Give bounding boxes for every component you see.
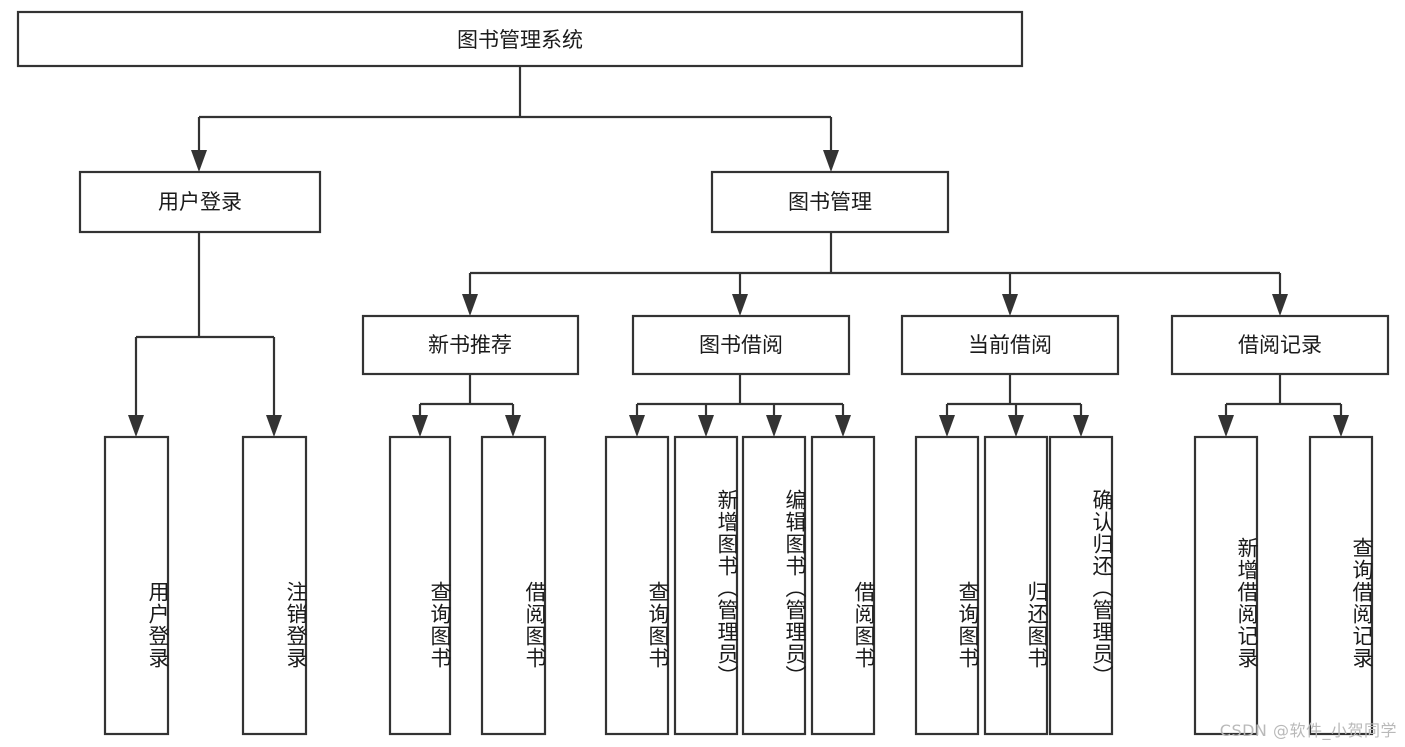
node-current-borrow-box[interactable] (900, 314, 1120, 376)
leaf-box-query-book-borrow[interactable] (604, 435, 670, 736)
arrow-record-leaf-2 (1333, 415, 1349, 437)
arrow-to-leaf-logout (266, 415, 282, 437)
leaf-box-edit-book-admin[interactable] (741, 435, 807, 736)
arrow-borrow-leaf-3 (766, 415, 782, 437)
arrow-current-leaf-1 (939, 415, 955, 437)
node-root-label: 图书管理系统 (457, 28, 583, 52)
arrow-newbook-leaf-1 (412, 415, 428, 437)
node-borrow-record-box[interactable] (1170, 314, 1390, 376)
leaf-box-add-borrow-record[interactable] (1193, 435, 1259, 736)
node-user-login-label: 用户登录 (158, 190, 242, 214)
arrow-to-leaf-user-login (128, 415, 144, 437)
arrow-newbook-leaf-2 (505, 415, 521, 437)
node-book-manage-label: 图书管理 (788, 190, 872, 214)
node-book-manage-box[interactable] (710, 170, 950, 234)
node-new-book-rec-label: 新书推荐 (428, 333, 512, 357)
arrow-borrow-leaf-2 (698, 415, 714, 437)
node-layer: 图书管理系统 用户登录 图书管理 新书推荐 图书借阅 当前借阅 借阅记录 (16, 10, 1390, 736)
arrow-to-current-borrow (1002, 294, 1018, 316)
node-user-login-box[interactable] (78, 170, 322, 234)
node-borrow-record-label: 借阅记录 (1238, 333, 1322, 357)
connector-layer (128, 66, 1349, 437)
arrow-to-user-login (191, 150, 207, 172)
arrow-borrow-leaf-4 (835, 415, 851, 437)
arrow-to-new-book-rec (462, 294, 478, 316)
leaf-box-user-login[interactable] (103, 435, 170, 736)
arrow-current-leaf-2 (1008, 415, 1024, 437)
leaf-box-borrow-book[interactable] (810, 435, 876, 736)
arrow-to-book-borrow (732, 294, 748, 316)
leaf-box-query-book-current[interactable] (914, 435, 980, 736)
leaf-box-logout[interactable] (241, 435, 308, 736)
arrow-to-book-manage (823, 150, 839, 172)
leaf-box-query-book-newrec[interactable] (388, 435, 452, 736)
node-book-borrow-box[interactable] (631, 314, 851, 376)
leaf-box-query-borrow-record[interactable] (1308, 435, 1374, 736)
node-new-book-rec-box[interactable] (361, 314, 580, 376)
arrow-borrow-leaf-1 (629, 415, 645, 437)
node-current-borrow-label: 当前借阅 (968, 333, 1052, 357)
leaf-box-borrow-book-newrec[interactable] (480, 435, 547, 736)
node-book-borrow-label: 图书借阅 (699, 333, 783, 357)
arrow-to-borrow-record (1272, 294, 1288, 316)
arrow-current-leaf-3 (1073, 415, 1089, 437)
csdn-watermark: CSDN @软件_小贺同学 (1219, 721, 1397, 740)
leaf-box-confirm-return-admin[interactable] (1048, 435, 1114, 736)
arrow-record-leaf-1 (1218, 415, 1234, 437)
node-root-box[interactable] (16, 10, 1024, 68)
leaf-box-return-book[interactable] (983, 435, 1049, 736)
leaf-box-add-book-admin[interactable] (673, 435, 739, 736)
